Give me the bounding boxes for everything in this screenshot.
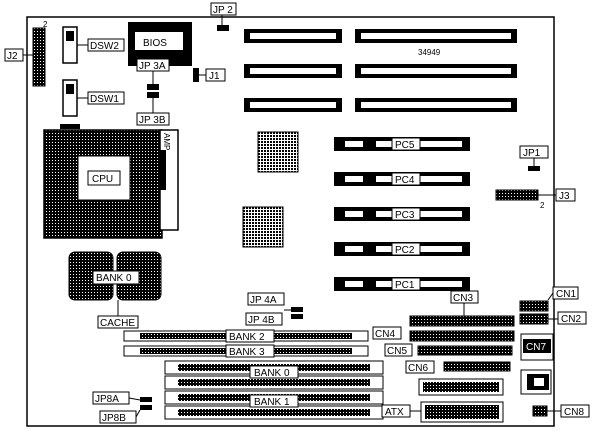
label-cn1: CN1 — [556, 289, 576, 300]
connector-cn5 — [417, 345, 513, 356]
label-cn6: CN6 — [408, 363, 428, 374]
label-pc2: PC2 — [395, 245, 415, 256]
label-jp1: JP1 — [523, 148, 541, 159]
label-bank0: BANK 0 — [254, 368, 290, 379]
jumper-jp3b — [147, 92, 159, 98]
chipset-1 — [257, 131, 299, 173]
header-j2 — [32, 27, 46, 87]
jumper-jp4a — [291, 307, 303, 312]
jumper-jp3a — [147, 84, 159, 90]
connector-cn1 — [519, 300, 549, 312]
label-jp3b: JP 3B — [139, 115, 166, 126]
pci-labels: PC5 PC4 PC3 PC2 PC1 — [391, 137, 421, 291]
label-bank1: BANK 1 — [254, 397, 290, 408]
label-pc5: PC5 — [395, 140, 415, 151]
connector-cn2 — [519, 313, 549, 325]
isa-slots — [244, 29, 517, 112]
label-jp3a: JP 3A — [139, 61, 166, 72]
jumper-jp2 — [217, 25, 229, 31]
label-bios: BIOS — [143, 38, 167, 49]
pin-2-top: 2 — [43, 20, 48, 29]
label-cn8: CN8 — [564, 407, 584, 418]
jumper-jp8b — [140, 405, 152, 410]
header-j3 — [495, 189, 539, 201]
chipset-2 — [242, 206, 284, 248]
label-j1: J1 — [209, 71, 220, 82]
label-cn3: CN3 — [453, 293, 473, 304]
label-jp4b: JP 4B — [248, 315, 275, 326]
label-dsw2: DSW2 — [90, 41, 119, 52]
jumper-jp8a — [140, 397, 152, 402]
label-bank0-cache: BANK 0 — [96, 273, 132, 284]
label-cn2: CN2 — [561, 314, 581, 325]
jumper-jp4b — [291, 314, 303, 319]
label-cpu: CPU — [92, 174, 113, 185]
label-cn7: CN7 — [526, 342, 546, 353]
label-j2: J2 — [7, 51, 18, 62]
label-pc3: PC3 — [395, 210, 415, 221]
header-j1 — [193, 68, 199, 82]
label-jp8b: JP8B — [102, 413, 126, 424]
label-cache: CACHE — [100, 318, 135, 329]
label-bank2: BANK 2 — [229, 332, 265, 343]
pin-2-j3: 2 — [540, 201, 545, 210]
label-pc1: PC1 — [395, 280, 415, 291]
model-number: 34949 — [418, 48, 441, 57]
connector-cn3 — [409, 315, 515, 327]
connector-cn6 — [443, 361, 511, 372]
label-amp: AMP — [162, 133, 171, 150]
jumper-jp1 — [528, 166, 540, 171]
label-j3: J3 — [559, 191, 570, 202]
label-bank3: BANK 3 — [229, 347, 265, 358]
label-jp2: JP 2 — [213, 5, 233, 16]
label-cn5: CN5 — [387, 346, 407, 357]
label-pc4: PC4 — [395, 175, 415, 186]
label-jp8a: JP8A — [95, 394, 119, 405]
connector-cn8 — [532, 405, 548, 417]
label-cn4: CN4 — [375, 329, 395, 340]
connector-cn4 — [409, 330, 515, 342]
label-atx: ATX — [385, 407, 404, 418]
label-jp4a: JP 4A — [250, 295, 277, 306]
label-dsw1: DSW1 — [90, 94, 119, 105]
